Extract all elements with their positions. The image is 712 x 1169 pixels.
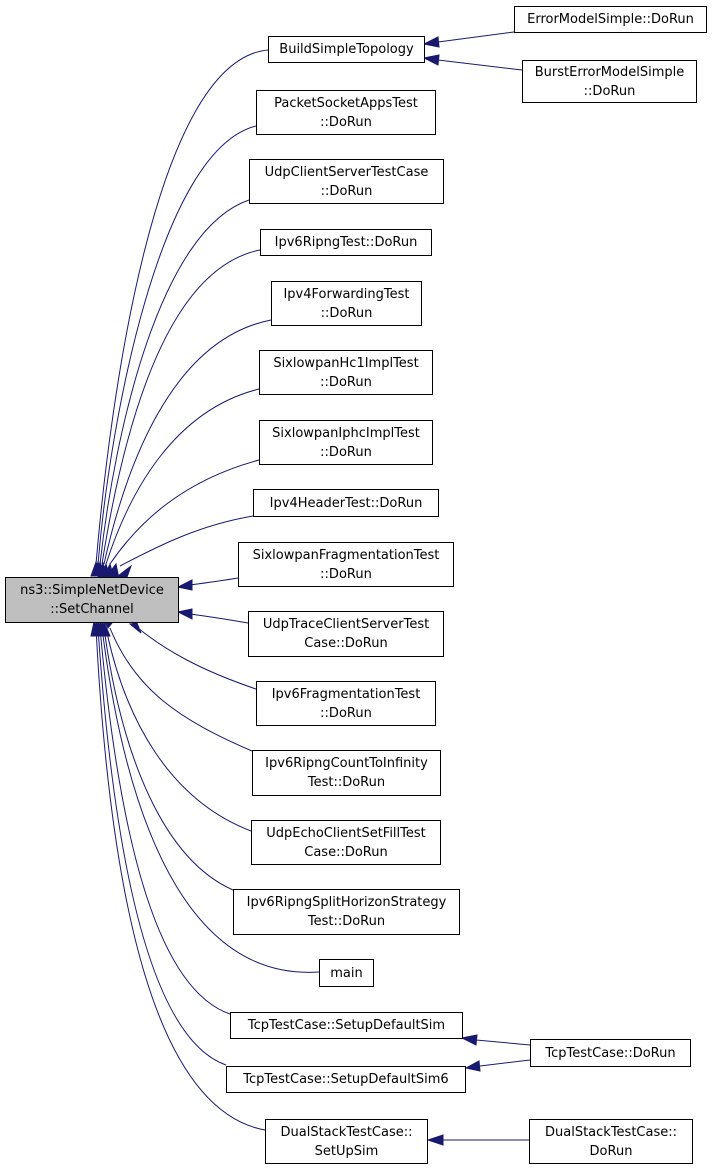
node-ipv6-ripng-test[interactable]: Ipv6RipngTest::DoRun	[260, 229, 432, 256]
node-label-line: Test::DoRun	[307, 914, 386, 929]
node-build-simple-topology[interactable]: BuildSimpleTopology	[268, 36, 425, 63]
node-label-line: Ipv6RipngCountToInfinity	[265, 756, 428, 771]
node-sixlowpan-fragmentation-test[interactable]: SixlowpanFragmentationTest ::DoRun	[238, 542, 454, 587]
node-label-line: ::DoRun	[583, 83, 636, 99]
node-label-line: ::DoRun	[320, 305, 373, 321]
edge-ipv6-fragmentation-test	[137, 627, 257, 690]
edge-tcp-do-run-to-setup-default-sim	[475, 1039, 531, 1046]
node-label-line: ns3::SimpleNetDevice	[20, 583, 164, 598]
arrowhead-ipv6-fragmentation-test	[128, 622, 142, 634]
edge-dual-stack-set-up-sim	[95, 627, 266, 1131]
node-label-line: UdpEchoClientSetFillTest	[266, 825, 426, 841]
edge-error-model-simple	[437, 31, 515, 43]
node-burst-error-model-simple[interactable]: BurstErrorModelSimple ::DoRun	[522, 60, 697, 103]
edge-ipv4-header-test	[119, 515, 254, 567]
node-label-line: SixlowpanHc1ImplTest	[273, 355, 419, 371]
edge-udp-client-server-test-case	[99, 199, 250, 565]
node-udp-trace-client-server-test-case[interactable]: UdpTraceClientServerTest Case::DoRun	[248, 611, 444, 657]
node-label-line: ::SetChannel	[50, 602, 134, 617]
node-label-line: DoRun	[589, 1143, 633, 1159]
node-label-line: Case::DoRun	[304, 636, 388, 651]
node-label-line: Case::DoRun	[304, 844, 388, 860]
node-dual-stack-set-up-sim[interactable]: DualStackTestCase:: SetUpSim	[265, 1119, 428, 1164]
edge-sixlowpan-iphc-impl-test	[109, 459, 260, 565]
arrowhead-tcp-do-run-to-setup-default-sim	[460, 1034, 478, 1046]
node-main[interactable]: main	[319, 959, 374, 987]
arrowhead-error-model-simple	[422, 36, 440, 48]
node-label-line: main	[330, 965, 363, 981]
edge-burst-error-model-simple	[437, 59, 523, 71]
node-label-line: Ipv6FragmentationTest	[271, 686, 421, 702]
node-label-line: SixlowpanIphcImplTest	[272, 425, 420, 441]
node-label-line: ::DoRun	[320, 444, 372, 460]
node-label-line: DualStackTestCase::	[280, 1124, 413, 1140]
node-ipv6-ripng-count-to-infinity-test[interactable]: Ipv6RipngCountToInfinity Test::DoRun	[252, 750, 441, 796]
node-ipv6-fragmentation-test[interactable]: Ipv6FragmentationTest ::DoRun	[256, 681, 436, 726]
edge-build-simple-topology	[95, 49, 269, 565]
node-tcp-setup-default-sim6[interactable]: TcpTestCase::SetupDefaultSim6	[226, 1066, 466, 1093]
node-sixlowpan-hc1-impl-test[interactable]: SixlowpanHc1ImplTest ::DoRun	[259, 350, 433, 395]
node-label-line: Ipv4ForwardingTest	[283, 286, 410, 302]
node-label-line: Ipv4HeaderTest::DoRun	[269, 495, 423, 511]
node-label-line: TcpTestCase::SetupDefaultSim	[247, 1018, 446, 1033]
node-label-line: TcpTestCase::SetupDefaultSim6	[243, 1072, 449, 1087]
edge-main	[101, 627, 320, 973]
edge-ipv6-ripng-split-horizon-strategy-test	[103, 627, 234, 891]
node-label-line: ::DoRun	[320, 374, 372, 390]
node-label-line: ErrorModelSimple::DoRun	[527, 12, 694, 27]
arrowhead-dual-stack-do-run	[426, 1134, 444, 1146]
arrowhead-burst-error-model-simple	[422, 54, 440, 66]
node-label-line: Ipv6RipngSplitHorizonStrategy	[246, 895, 447, 910]
edge-sixlowpan-fragmentation-test	[189, 577, 239, 586]
node-packet-socket-apps-test[interactable]: PacketSocketAppsTest ::DoRun	[256, 90, 436, 135]
node-label-line: ::DoRun	[320, 566, 372, 582]
node-tcp-setup-default-sim[interactable]: TcpTestCase::SetupDefaultSim	[230, 1012, 463, 1039]
node-label-line: ::DoRun	[320, 114, 372, 130]
node-set-channel: ns3::SimpleNetDevice ::SetChannel	[5, 577, 179, 623]
node-ipv6-ripng-split-horizon-strategy-test[interactable]: Ipv6RipngSplitHorizonStrategy Test::DoRu…	[233, 889, 460, 935]
node-udp-client-server-test-case[interactable]: UdpClientServerTestCase ::DoRun	[249, 159, 444, 204]
node-ipv4-forwarding-test[interactable]: Ipv4ForwardingTest ::DoRun	[271, 281, 422, 326]
edge-tcp-setup-default-sim6	[97, 627, 227, 1066]
node-dual-stack-do-run[interactable]: DualStackTestCase:: DoRun	[529, 1119, 693, 1164]
node-label-line: UdpClientServerTestCase	[264, 164, 429, 180]
node-ipv4-header-test[interactable]: Ipv4HeaderTest::DoRun	[253, 489, 439, 517]
edge-tcp-setup-default-sim	[99, 627, 231, 1015]
node-label-line: ::DoRun	[320, 183, 373, 199]
node-label-line: BurstErrorModelSimple	[534, 64, 685, 80]
node-label-line: SixlowpanFragmentationTest	[252, 547, 440, 563]
edge-tcp-do-run-to-setup-default-sim6	[479, 1059, 531, 1067]
arrowhead-tcp-do-run-to-setup-default-sim6	[464, 1060, 481, 1072]
node-error-model-simple[interactable]: ErrorModelSimple::DoRun	[514, 6, 707, 33]
node-tcp-do-run[interactable]: TcpTestCase::DoRun	[530, 1039, 691, 1067]
node-sixlowpan-iphc-impl-test[interactable]: SixlowpanIphcImplTest ::DoRun	[259, 420, 433, 465]
edge-ipv4-forwarding-test	[103, 319, 272, 565]
node-label-line: BuildSimpleTopology	[279, 42, 414, 57]
node-label-line: DualStackTestCase::	[545, 1124, 677, 1140]
edge-packet-socket-apps-test	[97, 125, 257, 565]
node-label-line: ::DoRun	[320, 705, 372, 721]
node-label-line: Ipv6RipngTest::DoRun	[274, 235, 418, 250]
node-label-line: SetUpSim	[314, 1143, 379, 1159]
node-label-line: Test::DoRun	[307, 775, 386, 790]
edge-ipv6-ripng-count-to-infinity-test	[109, 627, 253, 752]
edge-udp-echo-client-set-fill-test-case	[105, 627, 252, 832]
arrowhead-dual-stack-set-up-sim	[90, 620, 101, 637]
arrowhead-sixlowpan-fragmentation-test	[176, 579, 193, 591]
edge-sixlowpan-hc1-impl-test	[105, 388, 260, 565]
node-udp-echo-client-set-fill-test-case[interactable]: UdpEchoClientSetFillTest Case::DoRun	[251, 820, 441, 865]
node-label-line: UdpTraceClientServerTest	[262, 617, 430, 632]
node-label-line: TcpTestCase::DoRun	[545, 1045, 676, 1061]
node-label-line: PacketSocketAppsTest	[274, 95, 418, 111]
edge-ipv6-ripng-test	[101, 249, 261, 565]
edge-udp-trace-client-server-test-case	[189, 613, 249, 624]
arrowhead-udp-trace-client-server-test-case	[176, 608, 193, 620]
